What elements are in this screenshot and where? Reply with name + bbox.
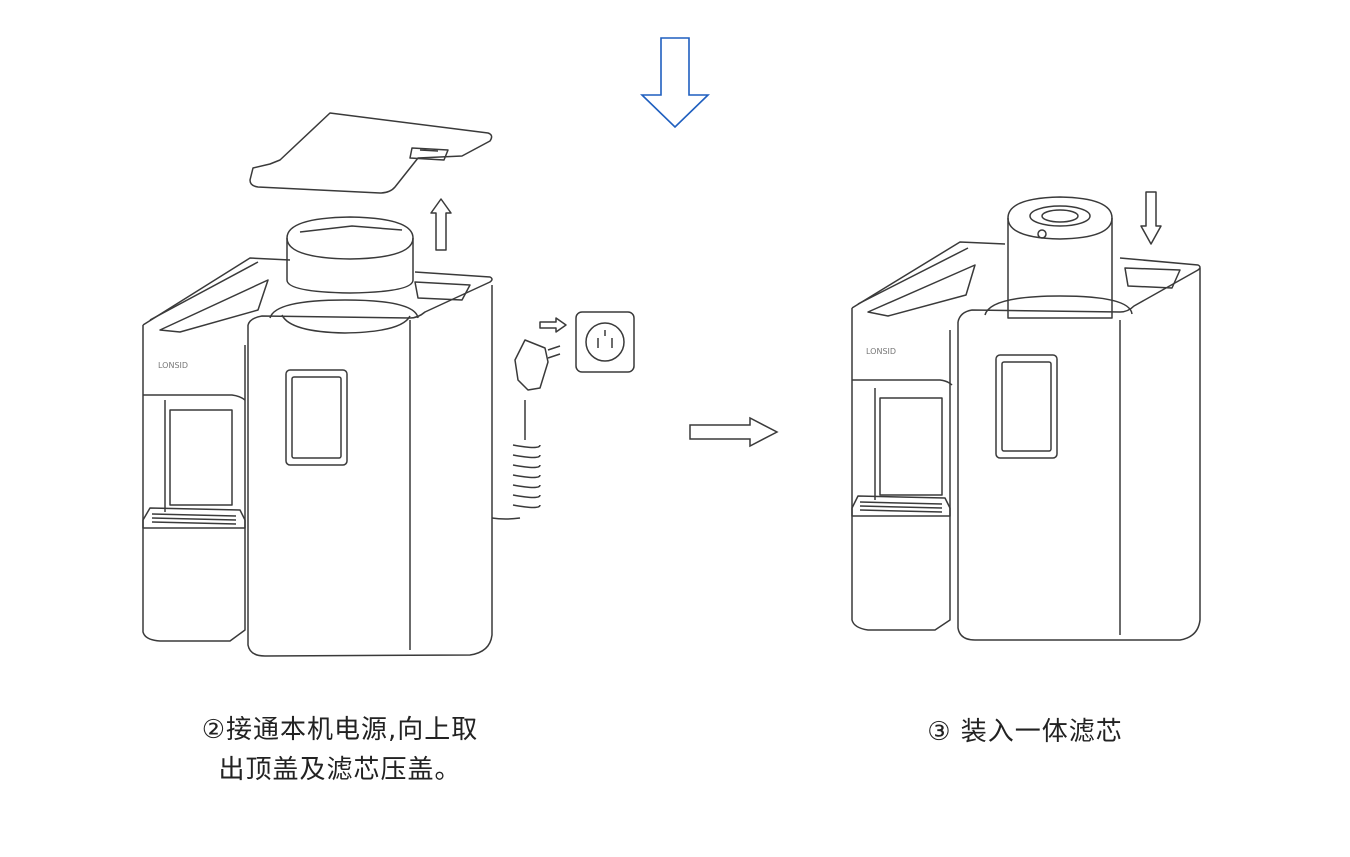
drip-tray	[142, 507, 246, 529]
right-arrow-icon	[689, 416, 779, 448]
step-3-caption-line: ③ 装入一体滤芯	[927, 717, 1123, 747]
machine-step-3: LONSID	[851, 191, 1201, 641]
step-2-caption-line-1: ②接通本机电源,向上取	[201, 715, 479, 745]
display-screen	[285, 369, 348, 466]
power-outlet-icon	[575, 311, 635, 373]
top-lid	[249, 112, 493, 194]
power-cord	[491, 400, 541, 520]
brand-logo-2: LONSID	[866, 347, 896, 356]
step-2-caption: ②接通本机电源,向上取 出顶盖及滤芯压盖。	[150, 710, 530, 790]
filter-cover	[286, 216, 414, 294]
main-body-2	[957, 268, 1201, 641]
drip-tray-2	[851, 495, 951, 517]
display-screen-2	[995, 354, 1058, 459]
step-2-caption-line-2: 出顶盖及滤芯压盖。	[218, 755, 462, 785]
plug	[514, 339, 549, 391]
down-arrow-icon	[640, 37, 710, 129]
main-body	[247, 285, 493, 657]
up-arrow-icon	[430, 198, 452, 251]
brand-logo: LONSID	[158, 361, 188, 370]
filter-cartridge	[1007, 196, 1113, 319]
down-arrow-icon-small	[1140, 191, 1162, 245]
machine-step-2: LONSID	[142, 112, 635, 657]
step-3-caption: ③ 装入一体滤芯	[860, 712, 1190, 752]
plug-arrow-icon	[539, 317, 567, 333]
